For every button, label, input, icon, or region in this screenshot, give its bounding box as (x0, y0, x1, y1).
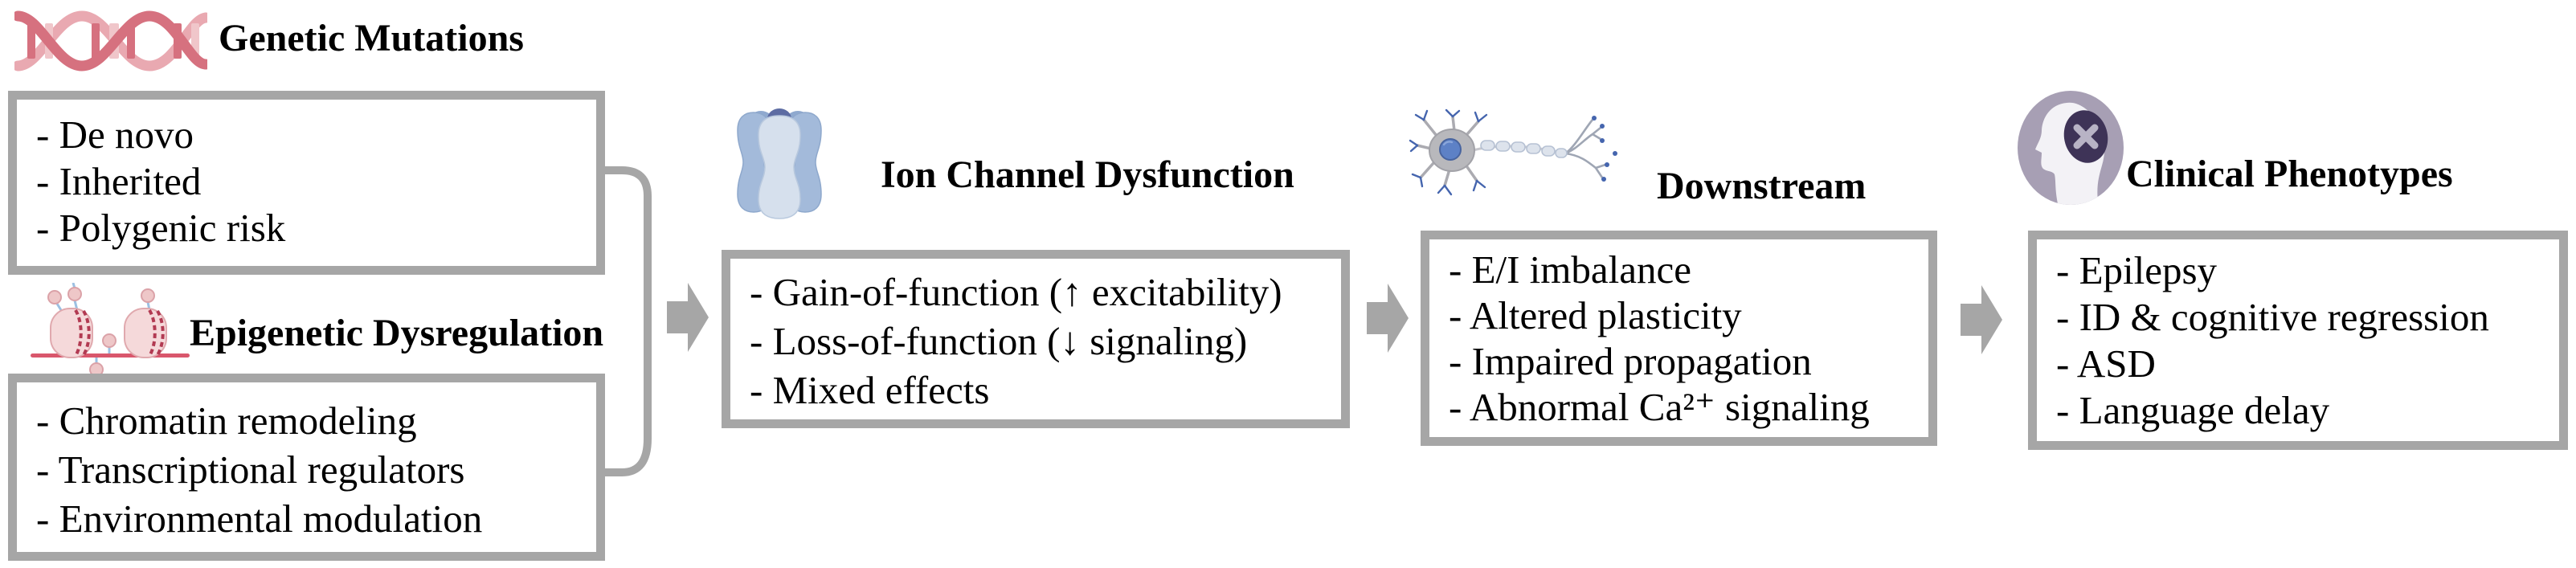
list-item: - Impaired propagation (1449, 339, 1812, 383)
list-item: - ID & cognitive regression (2056, 295, 2489, 339)
ion-channel-icon (737, 108, 822, 219)
epigenetic-dysregulation-title: Epigenetic Dysregulation (190, 312, 604, 354)
list-item: - Inherited (36, 159, 202, 203)
list-item: - Transcriptional regulators (36, 447, 465, 492)
head-x-icon (2018, 91, 2124, 205)
list-item: - De novo (36, 112, 194, 157)
list-item: - ASD (2056, 341, 2156, 386)
list-item: - E/I imbalance (1449, 247, 1692, 292)
genetic-mutations-box: - De novo - Inherited - Polygenic risk (8, 91, 605, 275)
merge-bracket-connector (601, 166, 652, 476)
downstream-box: - E/I imbalance - Altered plasticity - I… (1421, 231, 1937, 446)
list-item: - Loss-of-function (↓ signaling) (750, 319, 1248, 363)
list-item: - Environmental modulation (36, 496, 483, 541)
list-item: - Polygenic risk (36, 206, 286, 250)
clinical-phenotypes-title: Clinical Phenotypes (2126, 153, 2453, 195)
clinical-phenotypes-box: - Epilepsy - ID & cognitive regression -… (2028, 231, 2568, 450)
list-item: - Mixed effects (750, 368, 990, 412)
list-item: - Altered plasticity (1449, 293, 1742, 337)
list-item: - Gain-of-function (↑ excitability) (750, 270, 1282, 314)
ion-channel-dysfunction-box: - Gain-of-function (↑ excitability) - Lo… (722, 250, 1350, 428)
list-item: - Chromatin remodeling (36, 398, 417, 443)
dna-icon (14, 10, 207, 72)
list-item: - Language delay (2056, 388, 2330, 432)
neuron-icon (1409, 108, 1617, 196)
downstream-title: Downstream (1657, 165, 1867, 207)
epigenetic-dysregulation-box: - Chromatin remodeling - Transcriptional… (8, 374, 605, 561)
list-item: - Epilepsy (2056, 248, 2218, 292)
genetic-mutations-title: Genetic Mutations (219, 17, 524, 59)
list-item: - Abnormal Ca²⁺ signaling (1449, 385, 1870, 429)
right-arrow-icon (1961, 285, 2002, 354)
nucleosome-icon (31, 283, 190, 377)
right-arrow-icon (1367, 284, 1409, 353)
right-arrow-icon (667, 283, 709, 352)
ion-channel-dysfunction-title: Ion Channel Dysfunction (881, 153, 1294, 196)
